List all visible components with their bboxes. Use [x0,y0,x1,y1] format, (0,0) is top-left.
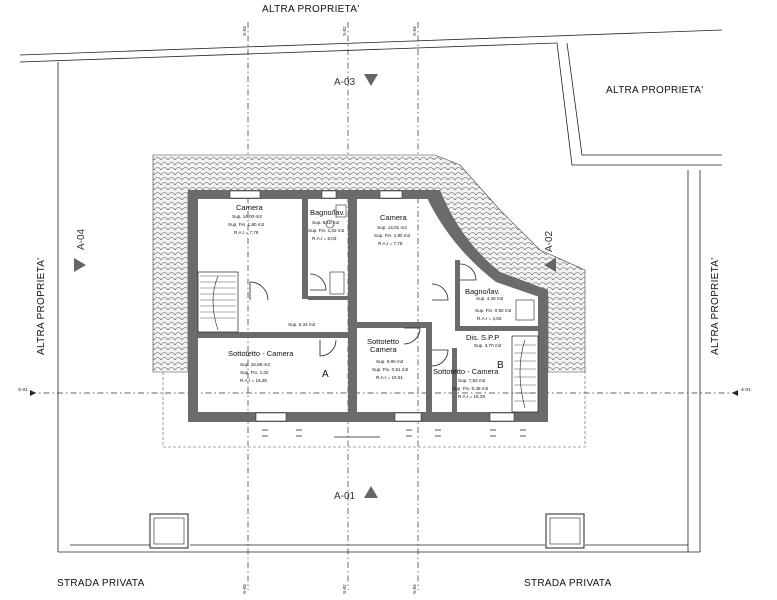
svg-text:Sottotetto - Camera: Sottotetto - Camera [228,349,294,358]
gate-post-left [149,513,189,549]
svg-text:Sup. Fin. 1,02 m2: Sup. Fin. 1,02 m2 [308,228,345,233]
svg-text:Sup. Fin. 0,51 m2: Sup. Fin. 0,51 m2 [372,367,409,372]
svg-text:Sup. 14,00 m2: Sup. 14,00 m2 [232,214,262,219]
section-a02: A-02 [544,230,555,252]
svg-text:Sup. Fin. 0,90 m2: Sup. Fin. 0,90 m2 [475,308,512,313]
svg-text:Sup. 3,70 m2: Sup. 3,70 m2 [474,343,502,348]
gate-post-right [545,513,585,549]
section-s04: S-04 [412,26,417,36]
section-s01: S-01 [18,387,28,392]
section-a03: A-03 [334,77,356,88]
room-sottotetto-1: Sottotetto - Camera Sup. 16,68 m2 Sup. F… [228,349,294,383]
mark-b: B [497,360,504,371]
svg-text:Sup. Fin. 0,48 m2: Sup. Fin. 0,48 m2 [452,386,489,391]
section-a01: A-01 [334,491,356,502]
label-right: ALTRA PROPRIETA' [710,258,721,355]
svg-text:Sup. 7,82 m2: Sup. 7,82 m2 [458,378,486,383]
section-s01-right: S-01 [741,387,751,392]
room-bagno-1: Bagno/lav. Sup. 6,15 m2 Sup. Fin. 1,02 m… [308,208,345,241]
section-s02-bottom: S-02 [342,584,347,594]
svg-text:R.A.I = 19,51: R.A.I = 19,51 [376,375,403,380]
mark-a: A [322,369,329,380]
svg-text:R.A.I = 7,78: R.A.I = 7,78 [234,230,259,235]
svg-text:Sup. 9,95 m2: Sup. 9,95 m2 [376,359,404,364]
door-swings [249,263,477,367]
svg-text:R.A.I = 4,92: R.A.I = 4,92 [477,316,502,321]
room-bagno-2: Bagno/lav. Sup. 4,46 m2 Sup. Fin. 0,90 m… [465,287,512,321]
svg-text:Sup. 5,34 m2: Sup. 5,34 m2 [288,322,316,327]
svg-text:Camera: Camera [380,213,408,222]
svg-text:R.A.I = 7,78: R.A.I = 7,78 [378,241,403,246]
windows [229,190,515,422]
label-top: ALTRA PROPRIETA' [262,4,359,15]
label-left: ALTRA PROPRIETA' [36,258,47,355]
svg-text:Sup. 6,15 m2: Sup. 6,15 m2 [312,220,340,225]
section-s02: S-02 [342,26,347,36]
room-disimpegno: Sup. 5,34 m2 [288,322,316,327]
roof-outline [163,372,586,448]
property-boundary [19,29,723,553]
label-bottom-right: STRADA PRIVATA [524,578,612,589]
section-arrows [30,74,738,498]
dimension-markers [262,429,526,438]
staircase-left [197,271,239,333]
section-a04: A-04 [76,228,87,250]
room-camera-2: Camera Sup. 14,01 m2 Sup. Fin. 1,80 m2 R… [374,213,411,246]
svg-text:Sup. 16,68 m2: Sup. 16,68 m2 [240,362,270,367]
svg-text:R.A.I = 16,35: R.A.I = 16,35 [240,378,267,383]
svg-text:Sottotetto: Sottotetto [367,337,399,346]
svg-text:R.A.I = 6,03: R.A.I = 6,03 [312,236,337,241]
section-lines [30,22,740,590]
label-right-top: ALTRA PROPRIETA' [606,85,703,96]
svg-text:Sup. 4,46 m2: Sup. 4,46 m2 [476,296,504,301]
svg-text:Sup. Fin. 1,80 m2: Sup. Fin. 1,80 m2 [228,222,265,227]
svg-text:Bagno/lav.: Bagno/lav. [310,208,345,217]
label-bottom-left: STRADA PRIVATA [57,578,145,589]
room-sottotetto-2: Sottotetto Camera Sup. 9,95 m2 Sup. Fin.… [367,337,409,380]
walls [188,190,548,422]
svg-text:Dis. S.P.P: Dis. S.P.P [466,333,499,342]
section-s04-bottom: S-04 [412,584,417,594]
bathroom-fixtures [325,204,535,321]
svg-text:Camera: Camera [236,203,264,212]
room-camera-1: Camera Sup. 14,00 m2 Sup. Fin. 1,80 m2 R… [228,203,265,235]
svg-text:Sup. Fin. 1,02: Sup. Fin. 1,02 [240,370,269,375]
section-s03: S-03 [242,26,247,36]
svg-text:Camera: Camera [370,345,398,354]
svg-text:Sottotetto - Camera: Sottotetto - Camera [433,367,499,376]
section-s03-bottom: S-03 [242,584,247,594]
svg-text:Bagno/lav.: Bagno/lav. [465,287,500,296]
svg-text:R.A.I = 16,29: R.A.I = 16,29 [458,394,485,399]
svg-text:Sup. 14,01 m2: Sup. 14,01 m2 [377,225,407,230]
room-sottotetto-3: Sottotetto - Camera Sup. 7,82 m2 Sup. Fi… [433,367,499,399]
room-dis-spp: Dis. S.P.P Sup. 3,70 m2 [466,333,502,348]
staircase-right [511,335,539,413]
svg-text:Sup. Fin. 1,80 m2: Sup. Fin. 1,80 m2 [374,233,411,238]
